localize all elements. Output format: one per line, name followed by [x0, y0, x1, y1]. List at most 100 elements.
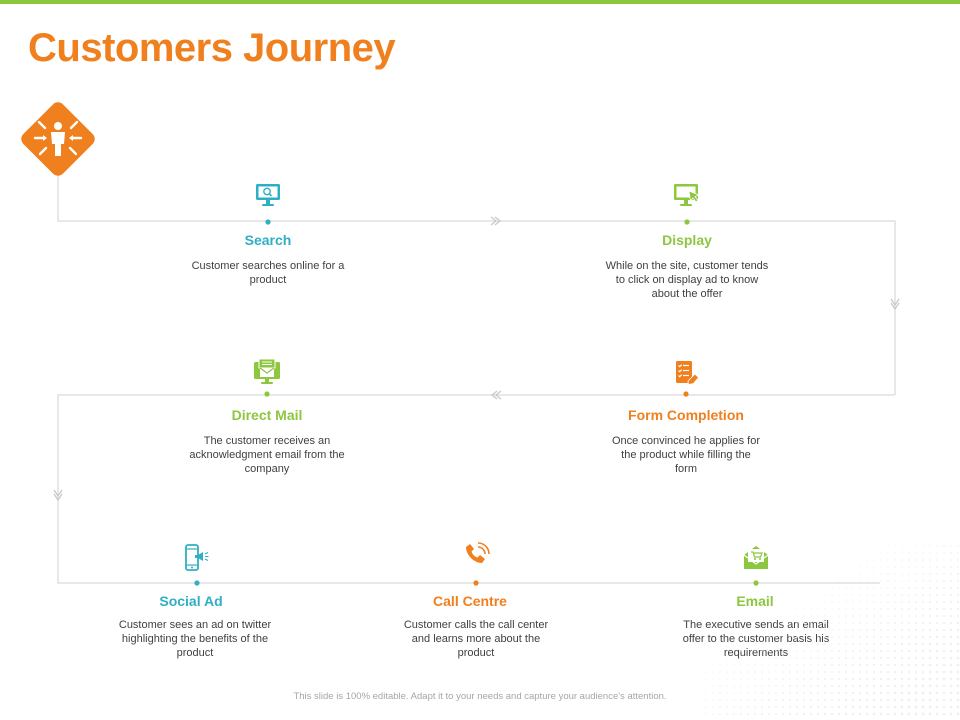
footer-note: This slide is 100% editable. Adapt it to…: [293, 691, 667, 702]
pattern-dot: [887, 552, 889, 554]
pattern-dot: [956, 642, 960, 646]
pattern-dot: [831, 636, 833, 638]
pattern-dot: [817, 629, 819, 631]
pattern-dot: [824, 622, 826, 624]
pattern-dot: [859, 566, 861, 568]
step-description-call-centre: Customer calls the call center and learn…: [403, 619, 549, 659]
step-search: Search Customer searches online for a pr…: [173, 184, 363, 287]
pattern-dot: [886, 677, 890, 681]
pattern-dot: [858, 705, 862, 709]
pattern-dot: [740, 699, 742, 701]
pattern-dot: [845, 594, 847, 596]
pattern-dot: [810, 615, 812, 617]
pattern-dot: [768, 671, 770, 673]
pattern-dot: [831, 657, 833, 659]
pattern-dot: [775, 664, 777, 666]
pattern-dot: [837, 677, 841, 681]
pattern-dot: [886, 635, 890, 639]
pattern-dot: [830, 670, 834, 674]
pattern-dot: [957, 545, 959, 547]
pattern-dot: [901, 615, 903, 617]
pattern-dot: [893, 698, 897, 702]
pattern-dot: [866, 601, 868, 603]
pattern-dot: [928, 614, 932, 618]
pattern-dot: [858, 691, 862, 695]
pattern-dot: [810, 629, 812, 631]
arrow-down-icon: [890, 298, 900, 311]
pattern-dot: [824, 636, 826, 638]
pattern-dot: [796, 650, 798, 652]
pattern-dot: [768, 685, 770, 687]
pattern-dot: [844, 712, 848, 716]
pattern-dot: [887, 601, 889, 603]
pattern-dot: [768, 629, 770, 631]
step-description-direct-mail: The customer receives an acknowledgment …: [189, 435, 345, 475]
pattern-dot: [922, 573, 924, 575]
pattern-dot: [956, 698, 960, 702]
pattern-dot: [830, 684, 834, 688]
pattern-dot: [956, 621, 960, 625]
pattern-dot: [816, 691, 820, 695]
pattern-dot: [907, 684, 911, 688]
pattern-dot: [768, 713, 770, 715]
pattern-dot: [907, 642, 911, 646]
pattern-dot: [740, 685, 742, 687]
pattern-dot: [796, 615, 798, 617]
pattern-dot: [719, 706, 721, 708]
pattern-dot: [928, 635, 932, 639]
pattern-dot: [859, 636, 861, 638]
pattern-dot: [726, 671, 728, 673]
pattern-dot: [894, 587, 896, 589]
pattern-dot: [943, 566, 945, 568]
pattern-dot: [726, 706, 728, 708]
pattern-dot: [942, 593, 946, 597]
pattern-dot: [782, 629, 784, 631]
pattern-dot: [831, 601, 833, 603]
pattern-dot: [907, 712, 911, 716]
pattern-dot: [872, 642, 876, 646]
pattern-dot: [852, 608, 854, 610]
pattern-dot: [817, 664, 819, 666]
pattern-dot: [942, 670, 946, 674]
pattern-dot: [845, 622, 847, 624]
pattern-dot: [936, 594, 938, 596]
step-description-email: The executive sends an email offer to th…: [682, 619, 830, 659]
pattern-dot: [859, 643, 861, 645]
pattern-dot: [935, 698, 939, 702]
pattern-dot: [887, 573, 889, 575]
pattern-dot: [712, 671, 714, 673]
pattern-dot: [845, 636, 847, 638]
pattern-dot: [768, 636, 770, 638]
pattern-dot: [838, 622, 840, 624]
pattern-dot: [782, 643, 784, 645]
pattern-dot: [936, 552, 938, 554]
pattern-dot: [824, 629, 826, 631]
pattern-dot: [782, 636, 784, 638]
pattern-dot: [901, 608, 903, 610]
pattern-dot: [901, 594, 903, 596]
pattern-dot: [831, 615, 833, 617]
pattern-dot: [880, 615, 882, 617]
pattern-dot: [907, 656, 911, 660]
pattern-dot: [852, 587, 854, 589]
pattern-dot: [852, 573, 854, 575]
pattern-dot: [859, 580, 861, 582]
pattern-dot: [852, 622, 854, 624]
pattern-dot: [747, 685, 749, 687]
pattern-dot: [838, 664, 840, 666]
top-accent-bar: [0, 0, 960, 4]
pattern-dot: [837, 670, 841, 674]
pattern-dot: [872, 670, 876, 674]
pattern-dot: [956, 600, 960, 604]
pattern-dot: [921, 670, 925, 674]
pattern-dot: [705, 685, 707, 687]
pattern-dot: [942, 607, 946, 611]
step-description-search: Customer searches online for a product: [191, 260, 345, 286]
pattern-dot: [907, 691, 911, 695]
pattern-dot: [866, 629, 868, 631]
pattern-dot: [845, 587, 847, 589]
pattern-dot: [740, 650, 742, 652]
pattern-dot: [872, 656, 876, 660]
pattern-dot: [935, 670, 939, 674]
step-description-social-ad: Customer sees an ad on twitter highlight…: [118, 619, 272, 659]
